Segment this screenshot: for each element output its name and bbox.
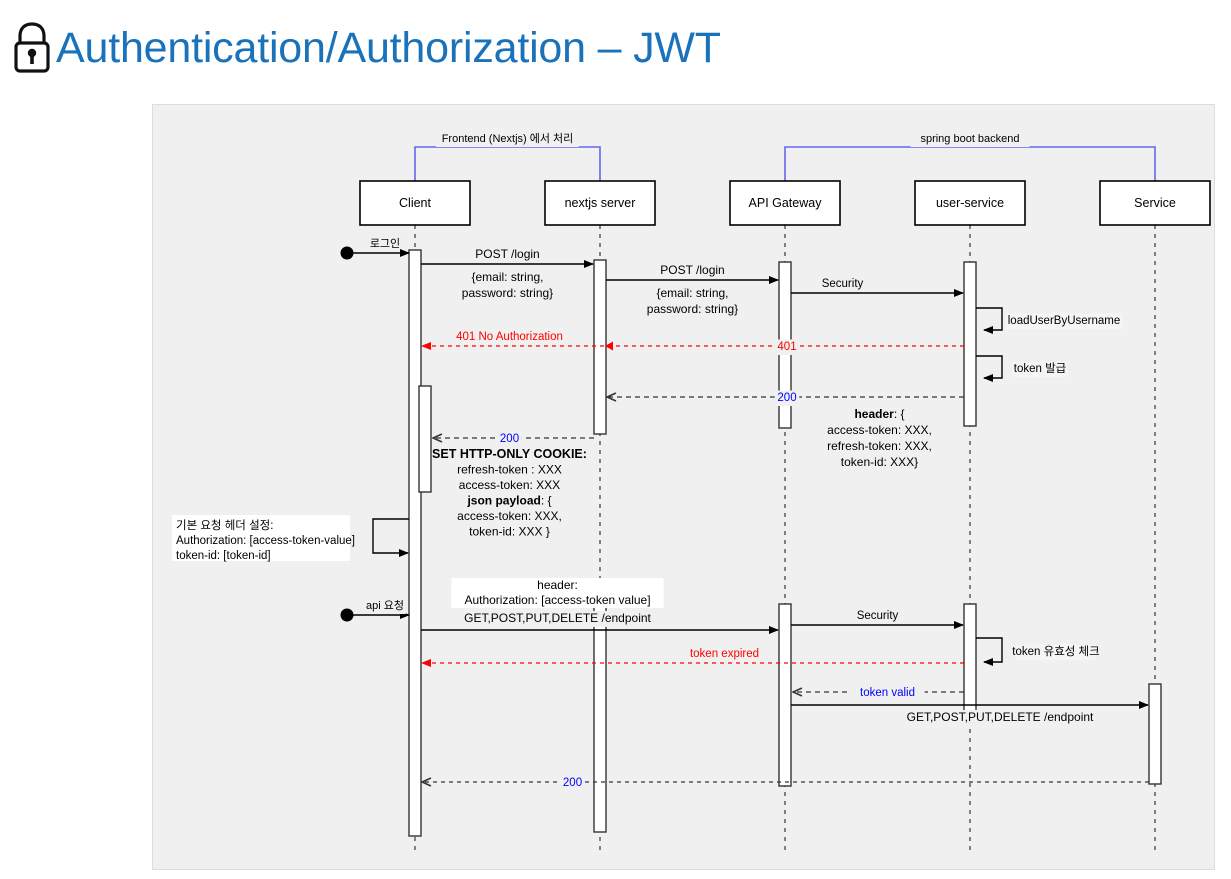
actor-dot-1: [340, 608, 354, 622]
activation-bar: [778, 603, 792, 787]
message-sublabel-m1-bg: [449, 286, 566, 302]
self-call-m6: [976, 355, 1003, 382]
actor-dot-0: [340, 246, 354, 260]
activation-bar: [593, 605, 607, 833]
self-call-label-m4: loadUserByUsername: [1008, 315, 1121, 327]
note-cookie-line: refresh-token : XXX: [457, 463, 562, 477]
self-call-label-m6: token 발급: [1014, 362, 1067, 375]
message-sublabel-m1: password: string}: [462, 286, 553, 300]
message-label-m12: token expired: [690, 648, 759, 660]
group-label-0-bg: [436, 132, 579, 147]
note-default-headers-line: Authorization: [access-token-value]: [176, 535, 355, 547]
group-label-1-bg: [910, 132, 1030, 147]
message-sublabel-m2: password: string}: [647, 302, 738, 316]
group-label-0: Frontend (Nextjs) 에서 처리: [442, 132, 574, 145]
actor-label-0: 로그인: [370, 237, 400, 250]
message-label-m2-bg: [653, 263, 732, 279]
page-title: Authentication/Authorization – JWT: [56, 23, 721, 72]
message-label-m8-bg: [497, 431, 522, 447]
activation-bar: [418, 385, 432, 493]
group-bracket-1: [784, 146, 1156, 181]
actor-label-0-bg: [373, 237, 397, 252]
message-label-m5-401-bg: [774, 339, 800, 355]
message-label-m15-bg: [560, 775, 585, 791]
message-label-m7-bg: [774, 390, 800, 406]
lock-icon: [14, 22, 50, 73]
activation-bar: [963, 603, 977, 717]
activation-bar: [593, 259, 607, 435]
note-request-header-line: Authorization: [access-token value]: [464, 593, 650, 607]
participant-label-user-service: user-service: [936, 196, 1004, 210]
participant-label-nextjs-server: nextjs server: [565, 196, 636, 210]
note-cookie-line: access-token: XXX: [459, 478, 560, 492]
message-sublabel-m2-bg: [634, 302, 751, 318]
note-header-block-line: header: {: [854, 407, 904, 421]
group-label-1: spring boot backend: [920, 133, 1019, 145]
activation-bar: [1148, 683, 1162, 785]
message-label-m13: token valid: [860, 687, 915, 699]
message-sublabel-m2-bg: [640, 286, 745, 302]
note-default-headers-line: 기본 요청 헤더 설정:: [176, 519, 273, 532]
activation-bar: [963, 261, 977, 427]
self-call-label-m11-bg: [1015, 644, 1097, 660]
message-label-m15: 200: [563, 777, 582, 789]
message-label-m3: Security: [822, 278, 864, 290]
self-call-label-m6-bg: [1012, 361, 1068, 377]
message-label-m14-bg: [903, 710, 1097, 726]
message-label-m5-bg: [444, 329, 575, 345]
note-default-headers-line: token-id: [token-id]: [176, 550, 271, 562]
participant-box-user-service[interactable]: [914, 180, 1026, 226]
message-arrowhead-m5-mid: [605, 341, 613, 351]
message-label-m5-401: 401: [777, 341, 796, 353]
participant-box-service[interactable]: [1099, 180, 1211, 226]
group-bracket-0: [414, 146, 601, 181]
note-request-header-bg: [451, 578, 664, 608]
message-label-m7: 200: [777, 392, 796, 404]
message-label-m2: POST /login: [660, 263, 724, 277]
note-default-headers-bg: [172, 515, 350, 561]
message-sublabel-m1-bg: [455, 270, 560, 286]
self-call-m11: [976, 637, 1003, 666]
message-label-m12-bg: [681, 646, 768, 662]
self-call-label-m4-bg: [1005, 313, 1123, 329]
client-self-hook: [372, 518, 409, 557]
message-label-m8: 200: [500, 433, 519, 445]
participant-box-api-gateway[interactable]: [729, 180, 841, 226]
sequence-diagram-panel: Frontend (Nextjs) 에서 처리 spring boot backe…: [152, 104, 1215, 870]
participant-label-client: Client: [399, 196, 431, 210]
participant-box-nextjs-server[interactable]: [544, 180, 656, 226]
message-label-m9: GET,POST,PUT,DELETE /endpoint: [464, 611, 651, 625]
note-cookie-line: json payload: {: [466, 494, 551, 508]
note-cookie-line: token-id: XXX }: [469, 525, 550, 539]
participant-label-service: Service: [1134, 196, 1176, 210]
self-call-label-m11: token 유효성 체크: [1012, 645, 1099, 658]
message-label-m5: 401 No Authorization: [456, 331, 563, 343]
self-call-m4: [976, 307, 1003, 334]
note-cookie-line: access-token: XXX,: [457, 509, 562, 523]
message-label-m13-bg: [850, 685, 925, 701]
message-label-m3-bg: [814, 276, 871, 292]
note-request-header-line: header:: [537, 578, 578, 592]
message-label-m14: GET,POST,PUT,DELETE /endpoint: [907, 710, 1094, 724]
participant-box-client[interactable]: [359, 180, 471, 226]
actor-label-1-bg: [364, 599, 406, 614]
message-sublabel-m1: {email: string,: [471, 270, 543, 284]
note-header-block-line: token-id: XXX}: [841, 455, 918, 469]
sequence-diagram: Frontend (Nextjs) 에서 처리 spring boot backe…: [172, 132, 1211, 855]
message-sublabel-m2: {email: string,: [656, 286, 728, 300]
message-label-m9-bg: [460, 611, 655, 627]
page-header: Authentication/Authorization – JWT: [0, 0, 1231, 96]
note-header-block-line: refresh-token: XXX,: [827, 439, 932, 453]
actor-label-1: api 요청: [366, 599, 404, 612]
message-label-m1: POST /login: [475, 247, 539, 261]
note-header-block-line: access-token: XXX,: [827, 423, 932, 437]
message-label-m10-bg: [849, 608, 906, 624]
message-label-m10: Security: [857, 610, 899, 622]
message-label-m1-bg: [468, 247, 547, 263]
note-cookie-line: SET HTTP-ONLY COOKIE:: [432, 447, 587, 461]
activation-bar: [408, 249, 422, 837]
participant-label-api-gateway: API Gateway: [749, 196, 823, 210]
